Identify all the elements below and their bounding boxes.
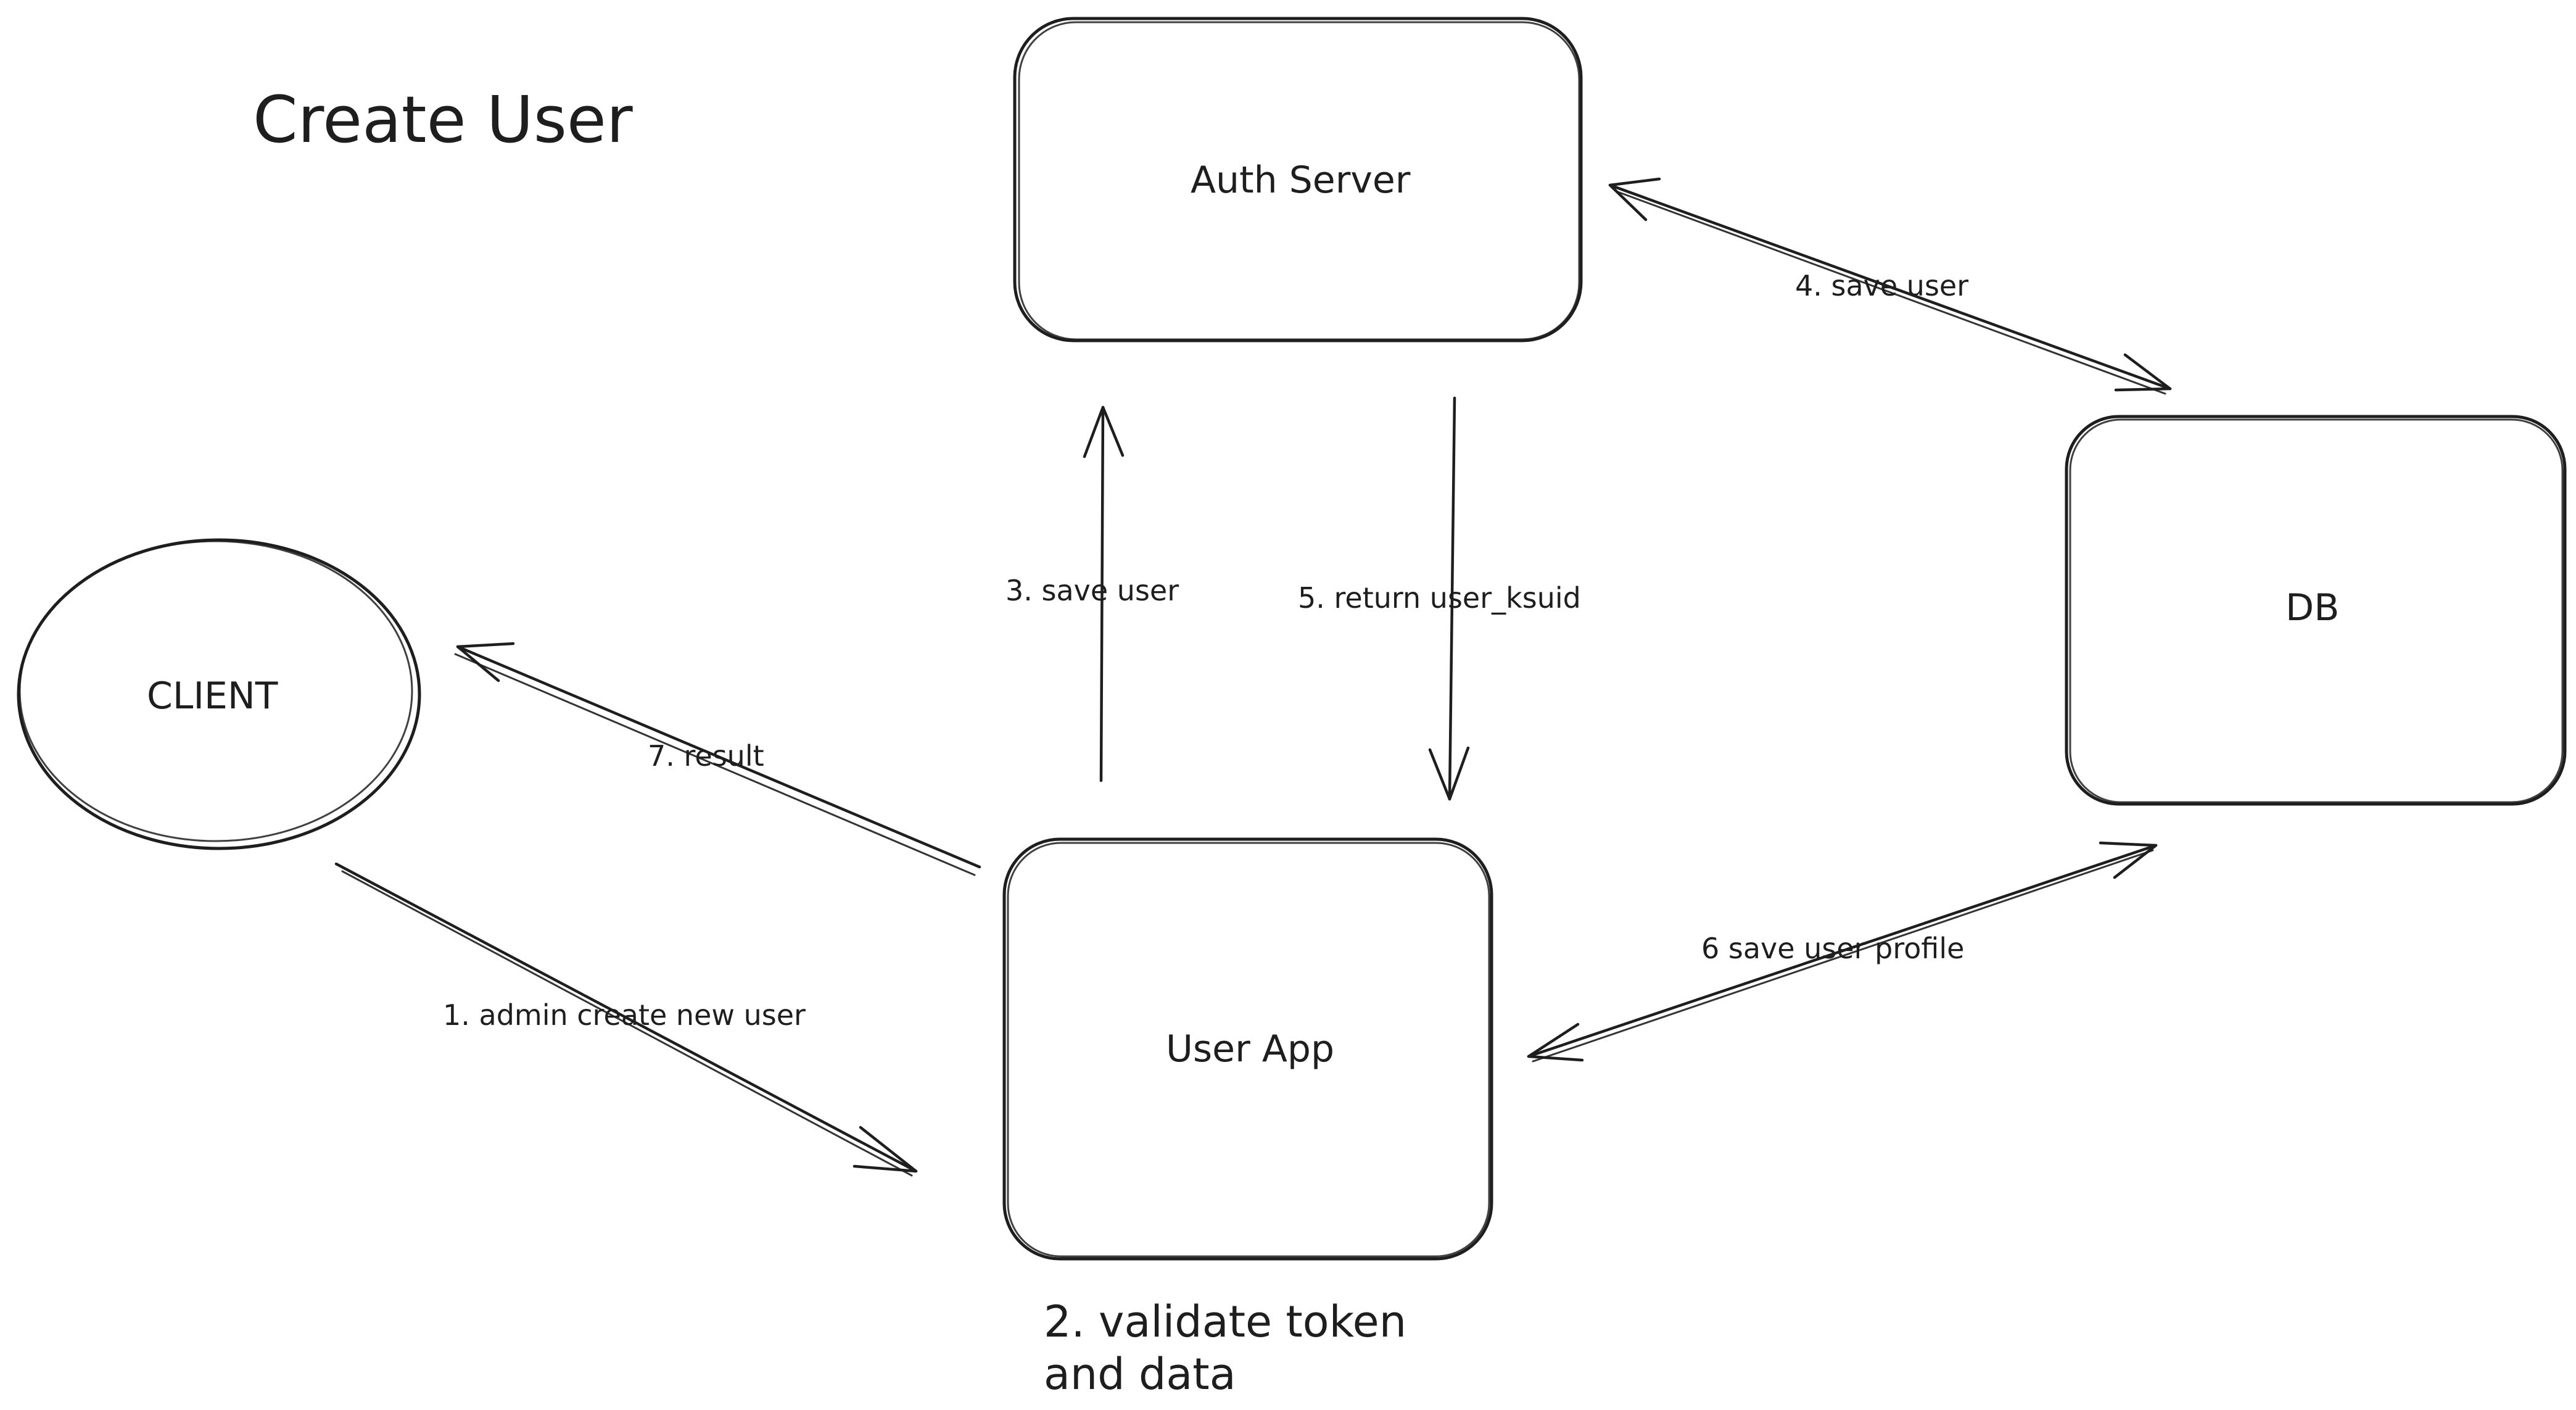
arrow-step3 <box>1083 405 1125 782</box>
edge-label-step3: 3. save user <box>1005 574 1179 607</box>
edge-label-step5: 5. return user_ksuid <box>1298 581 1581 615</box>
edge-label-step1: 1. admin create new user <box>443 998 806 1032</box>
step2-note-line1: 2. validate token <box>1044 1296 1407 1347</box>
arrow-step5 <box>1428 396 1470 801</box>
edge-label-step7: 7. result <box>648 739 764 773</box>
diagram-title: Create User <box>253 82 633 157</box>
edge-label-step4: 4. save user <box>1795 269 1969 302</box>
db-box[interactable] <box>2065 415 2567 806</box>
user-app-label: User App <box>1166 1027 1335 1071</box>
db-label: DB <box>2285 586 2340 629</box>
step2-note: 2. validate token and data <box>1044 1296 1406 1401</box>
arrow-step7 <box>454 642 981 876</box>
edge-label-step6: 6 save user profile <box>1701 932 1965 965</box>
client-label: CLIENT <box>147 674 278 718</box>
client-ellipse[interactable] <box>17 538 421 850</box>
arrow-step1 <box>334 862 918 1177</box>
arrow-step4 <box>1608 177 2172 395</box>
step2-note-line2: and data <box>1044 1349 1236 1400</box>
user-app-box[interactable] <box>1002 837 1493 1261</box>
auth-server-label: Auth Server <box>1191 159 1411 202</box>
auth-server-box[interactable] <box>1013 17 1583 342</box>
arrow-step6 <box>1527 841 2158 1063</box>
